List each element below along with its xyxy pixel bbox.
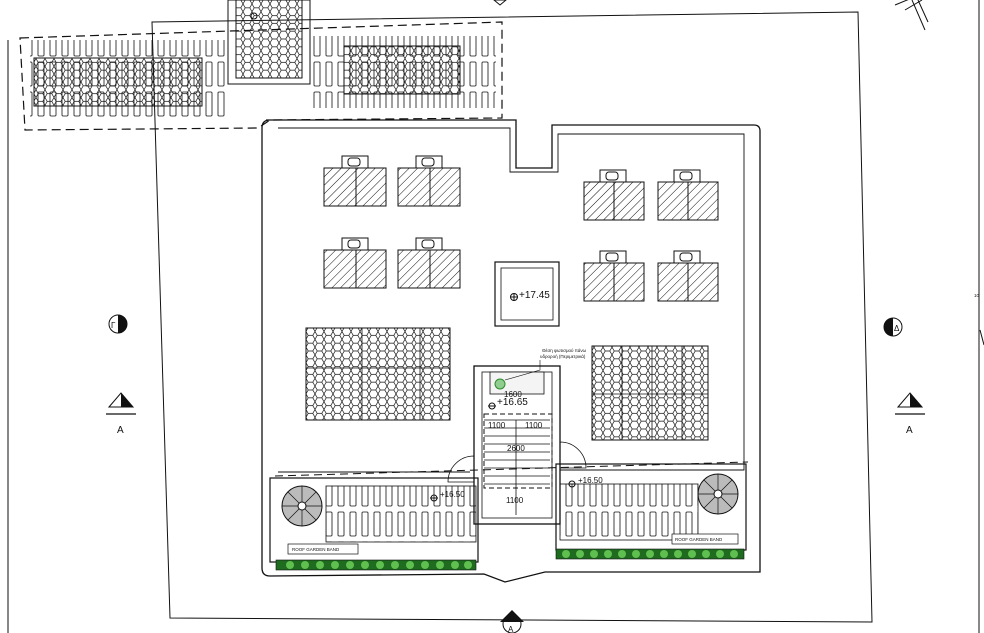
roof-garden-label-left: ROOF GARDEN BAND <box>292 547 340 552</box>
solar-panel <box>323 155 387 207</box>
plot-boundary <box>151 11 873 623</box>
stair-hatch-box <box>489 371 545 395</box>
door-swing-left <box>447 455 475 483</box>
roof-garden-label-right: ROOF GARDEN BAND <box>675 537 723 542</box>
section-marker-bottom: A <box>500 610 524 633</box>
solar-panel <box>583 169 645 221</box>
dimension-4: 2600 <box>507 444 525 453</box>
solar-panel <box>583 250 645 302</box>
parking-hex-right <box>343 45 461 95</box>
level-symbol <box>510 293 518 301</box>
section-label-right: A <box>906 425 913 436</box>
dimension-5: 1100 <box>506 496 524 505</box>
elevation-marker-right: Δ <box>883 317 903 337</box>
edge-tick <box>979 329 984 346</box>
solar-panel <box>657 250 719 302</box>
drain-icon <box>494 378 506 390</box>
section-label-left: A <box>117 425 124 436</box>
section-marker-right: A <box>895 392 925 436</box>
stair-landing-level: +16.65 <box>497 397 528 408</box>
elevation-label-left: Γ <box>111 321 116 330</box>
skylight-outer <box>494 261 560 327</box>
door-swing-right <box>559 441 587 469</box>
terrace-left-level: +16.50 <box>440 490 465 499</box>
edge-mark: 10 <box>974 293 980 298</box>
dimension-2: 1100 <box>488 421 506 430</box>
terrace-left-pavers <box>325 485 477 543</box>
level-symbol <box>568 480 576 488</box>
level-symbol <box>430 494 438 502</box>
dimension-1: 1600 <box>504 390 522 399</box>
stair-dashed <box>483 413 553 489</box>
skylight-inner <box>500 267 554 321</box>
elevation-label-right: Δ <box>894 324 900 333</box>
section-label-bottom: A <box>508 625 514 633</box>
parking-outline <box>19 21 503 131</box>
stair-treads <box>484 419 550 515</box>
hex-paving-right <box>591 345 709 441</box>
north-arrow-fragment <box>894 0 929 31</box>
solar-panel <box>657 169 719 221</box>
elevation-marker-left: Γ <box>108 314 128 334</box>
solar-panel <box>397 155 461 207</box>
garden-label-box-right <box>671 533 739 545</box>
solar-panel-group <box>323 155 719 302</box>
solar-panel <box>323 237 387 289</box>
entry-hex-paving <box>235 0 303 79</box>
terrace-right-pavers <box>559 483 699 541</box>
planting-shrubs-right <box>562 550 738 558</box>
hex-paving-left <box>305 327 451 421</box>
level-symbol <box>488 402 496 410</box>
planting-shrubs-left <box>286 561 472 569</box>
dimension-3: 1100 <box>525 421 543 430</box>
stair-note-line-1: Θέση φωτισμού πάνω <box>542 347 587 353</box>
terrace-right-level: +16.50 <box>578 476 603 485</box>
stair-note-leader <box>504 360 541 381</box>
stair-note-line-2: υδροροή (Περιμετρικά) <box>540 353 586 359</box>
parking-hex-left <box>33 57 203 107</box>
entry-marker <box>250 12 258 20</box>
skylight-level: +17.45 <box>519 290 550 301</box>
building-outline <box>261 119 761 583</box>
entry-hex-frame <box>227 0 311 85</box>
garden-label-box-left <box>287 543 359 555</box>
section-marker-left: A <box>106 392 136 436</box>
solar-panel <box>397 237 461 289</box>
top-marker <box>493 0 507 6</box>
